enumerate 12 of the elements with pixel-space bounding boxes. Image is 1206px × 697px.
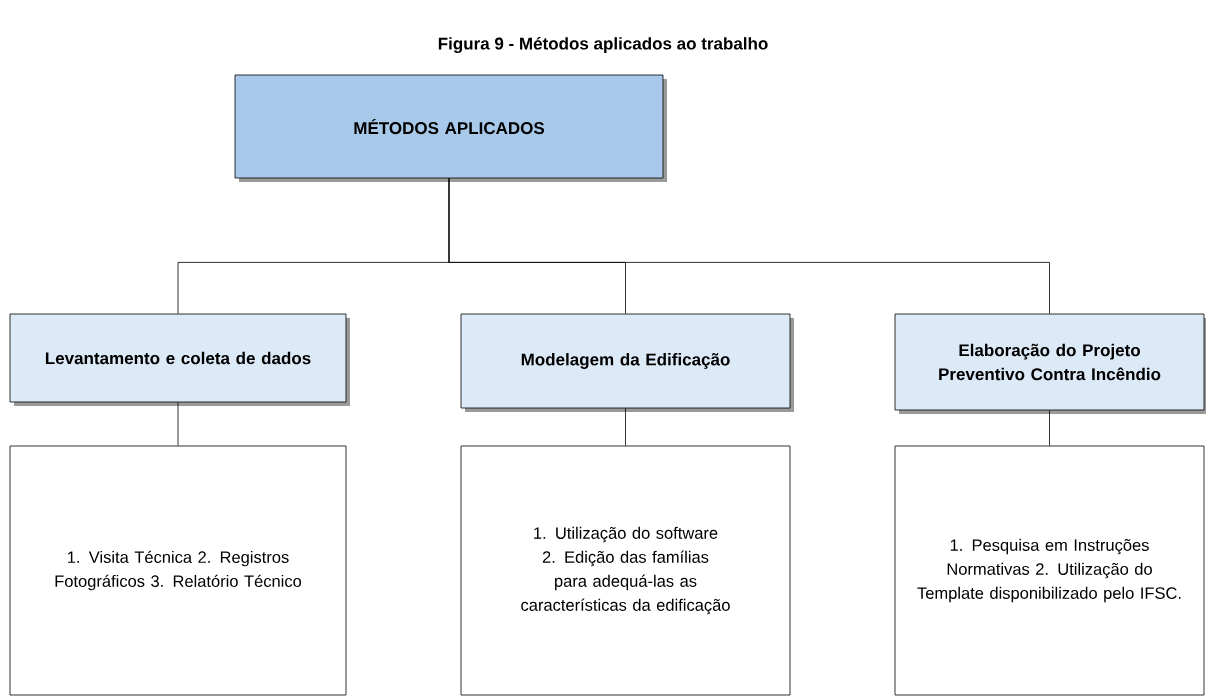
category-box: Levantamento e coleta de dados <box>9 313 350 406</box>
connector-line <box>625 408 626 446</box>
list-box: 1. Pesquisa em Instruções Normativas 2. Utilização do Template disponibilizado pelo IFSC. <box>894 445 1205 696</box>
category-box: Modelagem da Edificação <box>460 313 794 412</box>
connector-line <box>448 178 1050 314</box>
list-box: 1. Utilização do software 2. Edição das famílias para adequá-las as características da edificação <box>460 445 791 696</box>
figure-title: Figura 9 - Métodos aplicados ao trabalho <box>438 36 768 54</box>
category-box: Elaboração do Projeto Preventivo Contra Incêndio <box>894 313 1206 414</box>
connector-line <box>1049 410 1050 446</box>
heading-box: MÉTODOS APLICADOS <box>234 74 667 182</box>
list-box: 1. Visita Técnica 2. Registros Fotográficos 3. Relatório Técnico <box>9 445 347 696</box>
connector-line <box>177 402 179 446</box>
